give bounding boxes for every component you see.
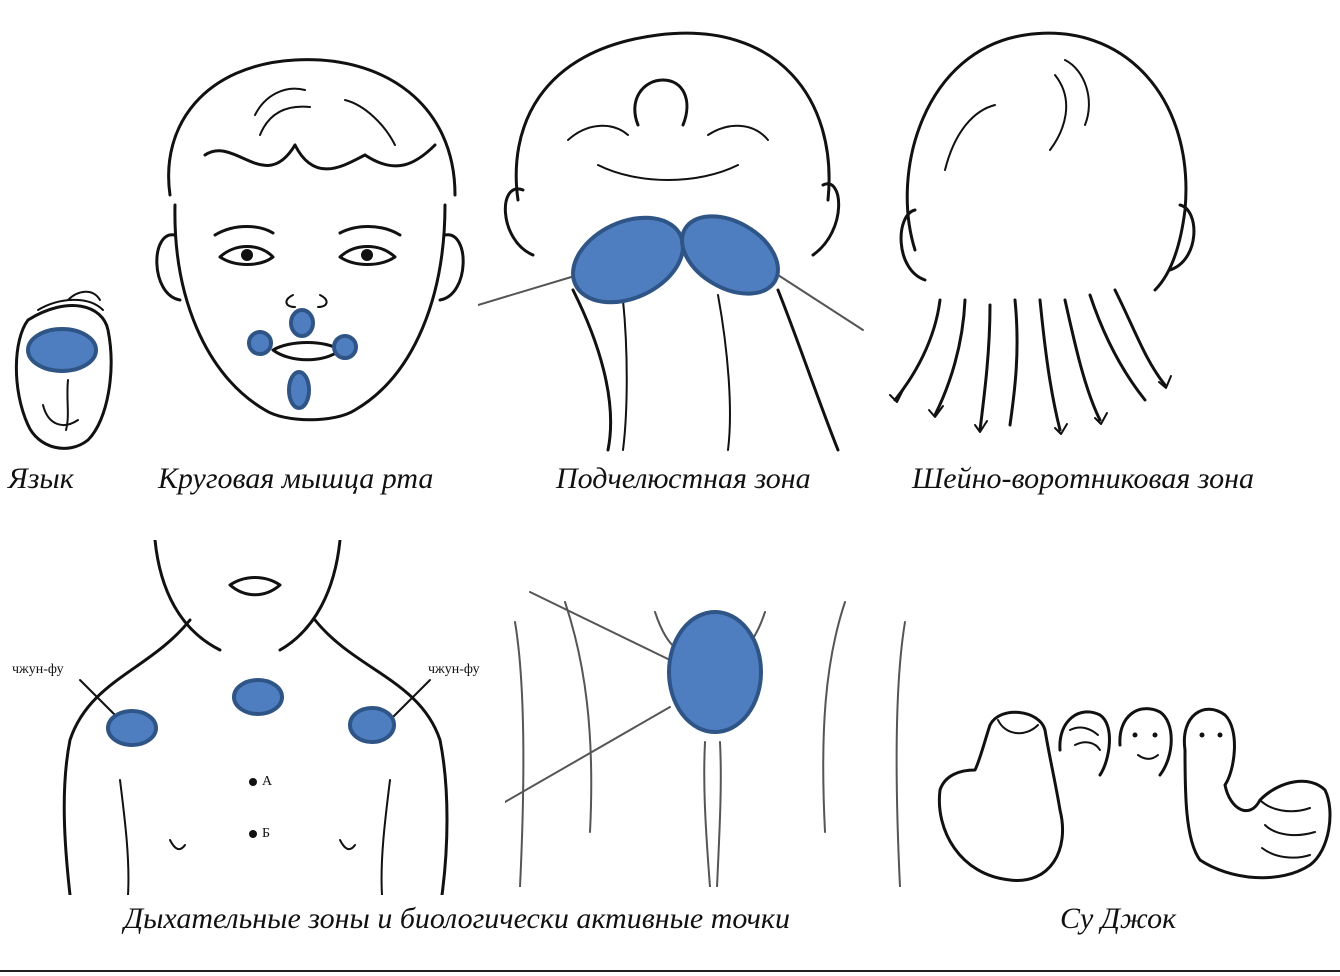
back-of-head-illustration bbox=[885, 10, 1210, 460]
submandibular-zone-right bbox=[668, 200, 791, 309]
center-zone bbox=[234, 680, 282, 714]
back-torso-illustration bbox=[505, 582, 915, 887]
tongue-panel bbox=[8, 280, 126, 460]
caption-submandibular: Подчелюстная зона bbox=[556, 462, 811, 496]
right-corner-zone bbox=[334, 336, 356, 358]
caption-breathing: Дыхательные зоны и биологически активные… bbox=[124, 902, 790, 936]
point-a-dot bbox=[249, 778, 257, 786]
caption-su-jok: Су Джок bbox=[1060, 902, 1176, 936]
mouth-panel bbox=[145, 45, 475, 440]
tongue-zone bbox=[28, 329, 96, 371]
zhongfu-label-right: чжун-фу bbox=[428, 662, 480, 678]
left-corner-zone bbox=[249, 332, 271, 354]
left-zhongfu-zone bbox=[108, 711, 156, 745]
breathing-front-panel bbox=[10, 540, 502, 895]
caption-tongue: Язык bbox=[8, 462, 74, 496]
caption-mouth: Круговая мышца рта bbox=[158, 462, 433, 496]
chin-zone bbox=[289, 372, 309, 408]
breathing-back-panel bbox=[505, 582, 915, 887]
thumb-heads-illustration bbox=[930, 690, 1340, 890]
zhongfu-label-left: чжун-фу bbox=[12, 662, 64, 678]
tongue-illustration bbox=[8, 280, 126, 460]
point-b-dot bbox=[249, 830, 257, 838]
point-a-label: А bbox=[262, 774, 272, 790]
right-zhongfu-zone bbox=[350, 708, 394, 742]
caption-neck-collar: Шейно-воротниковая зона bbox=[912, 462, 1254, 496]
neck-collar-panel bbox=[885, 10, 1210, 460]
submandibular-panel bbox=[478, 10, 868, 460]
child-face-illustration bbox=[145, 45, 475, 440]
back-breathing-zone bbox=[669, 612, 761, 732]
chin-neck-illustration bbox=[478, 10, 868, 460]
upper-lip-zone bbox=[291, 310, 313, 336]
bottom-divider bbox=[0, 970, 1340, 972]
point-b-label: Б bbox=[262, 826, 270, 842]
torso-illustration bbox=[10, 540, 502, 895]
su-jok-panel bbox=[930, 690, 1340, 890]
